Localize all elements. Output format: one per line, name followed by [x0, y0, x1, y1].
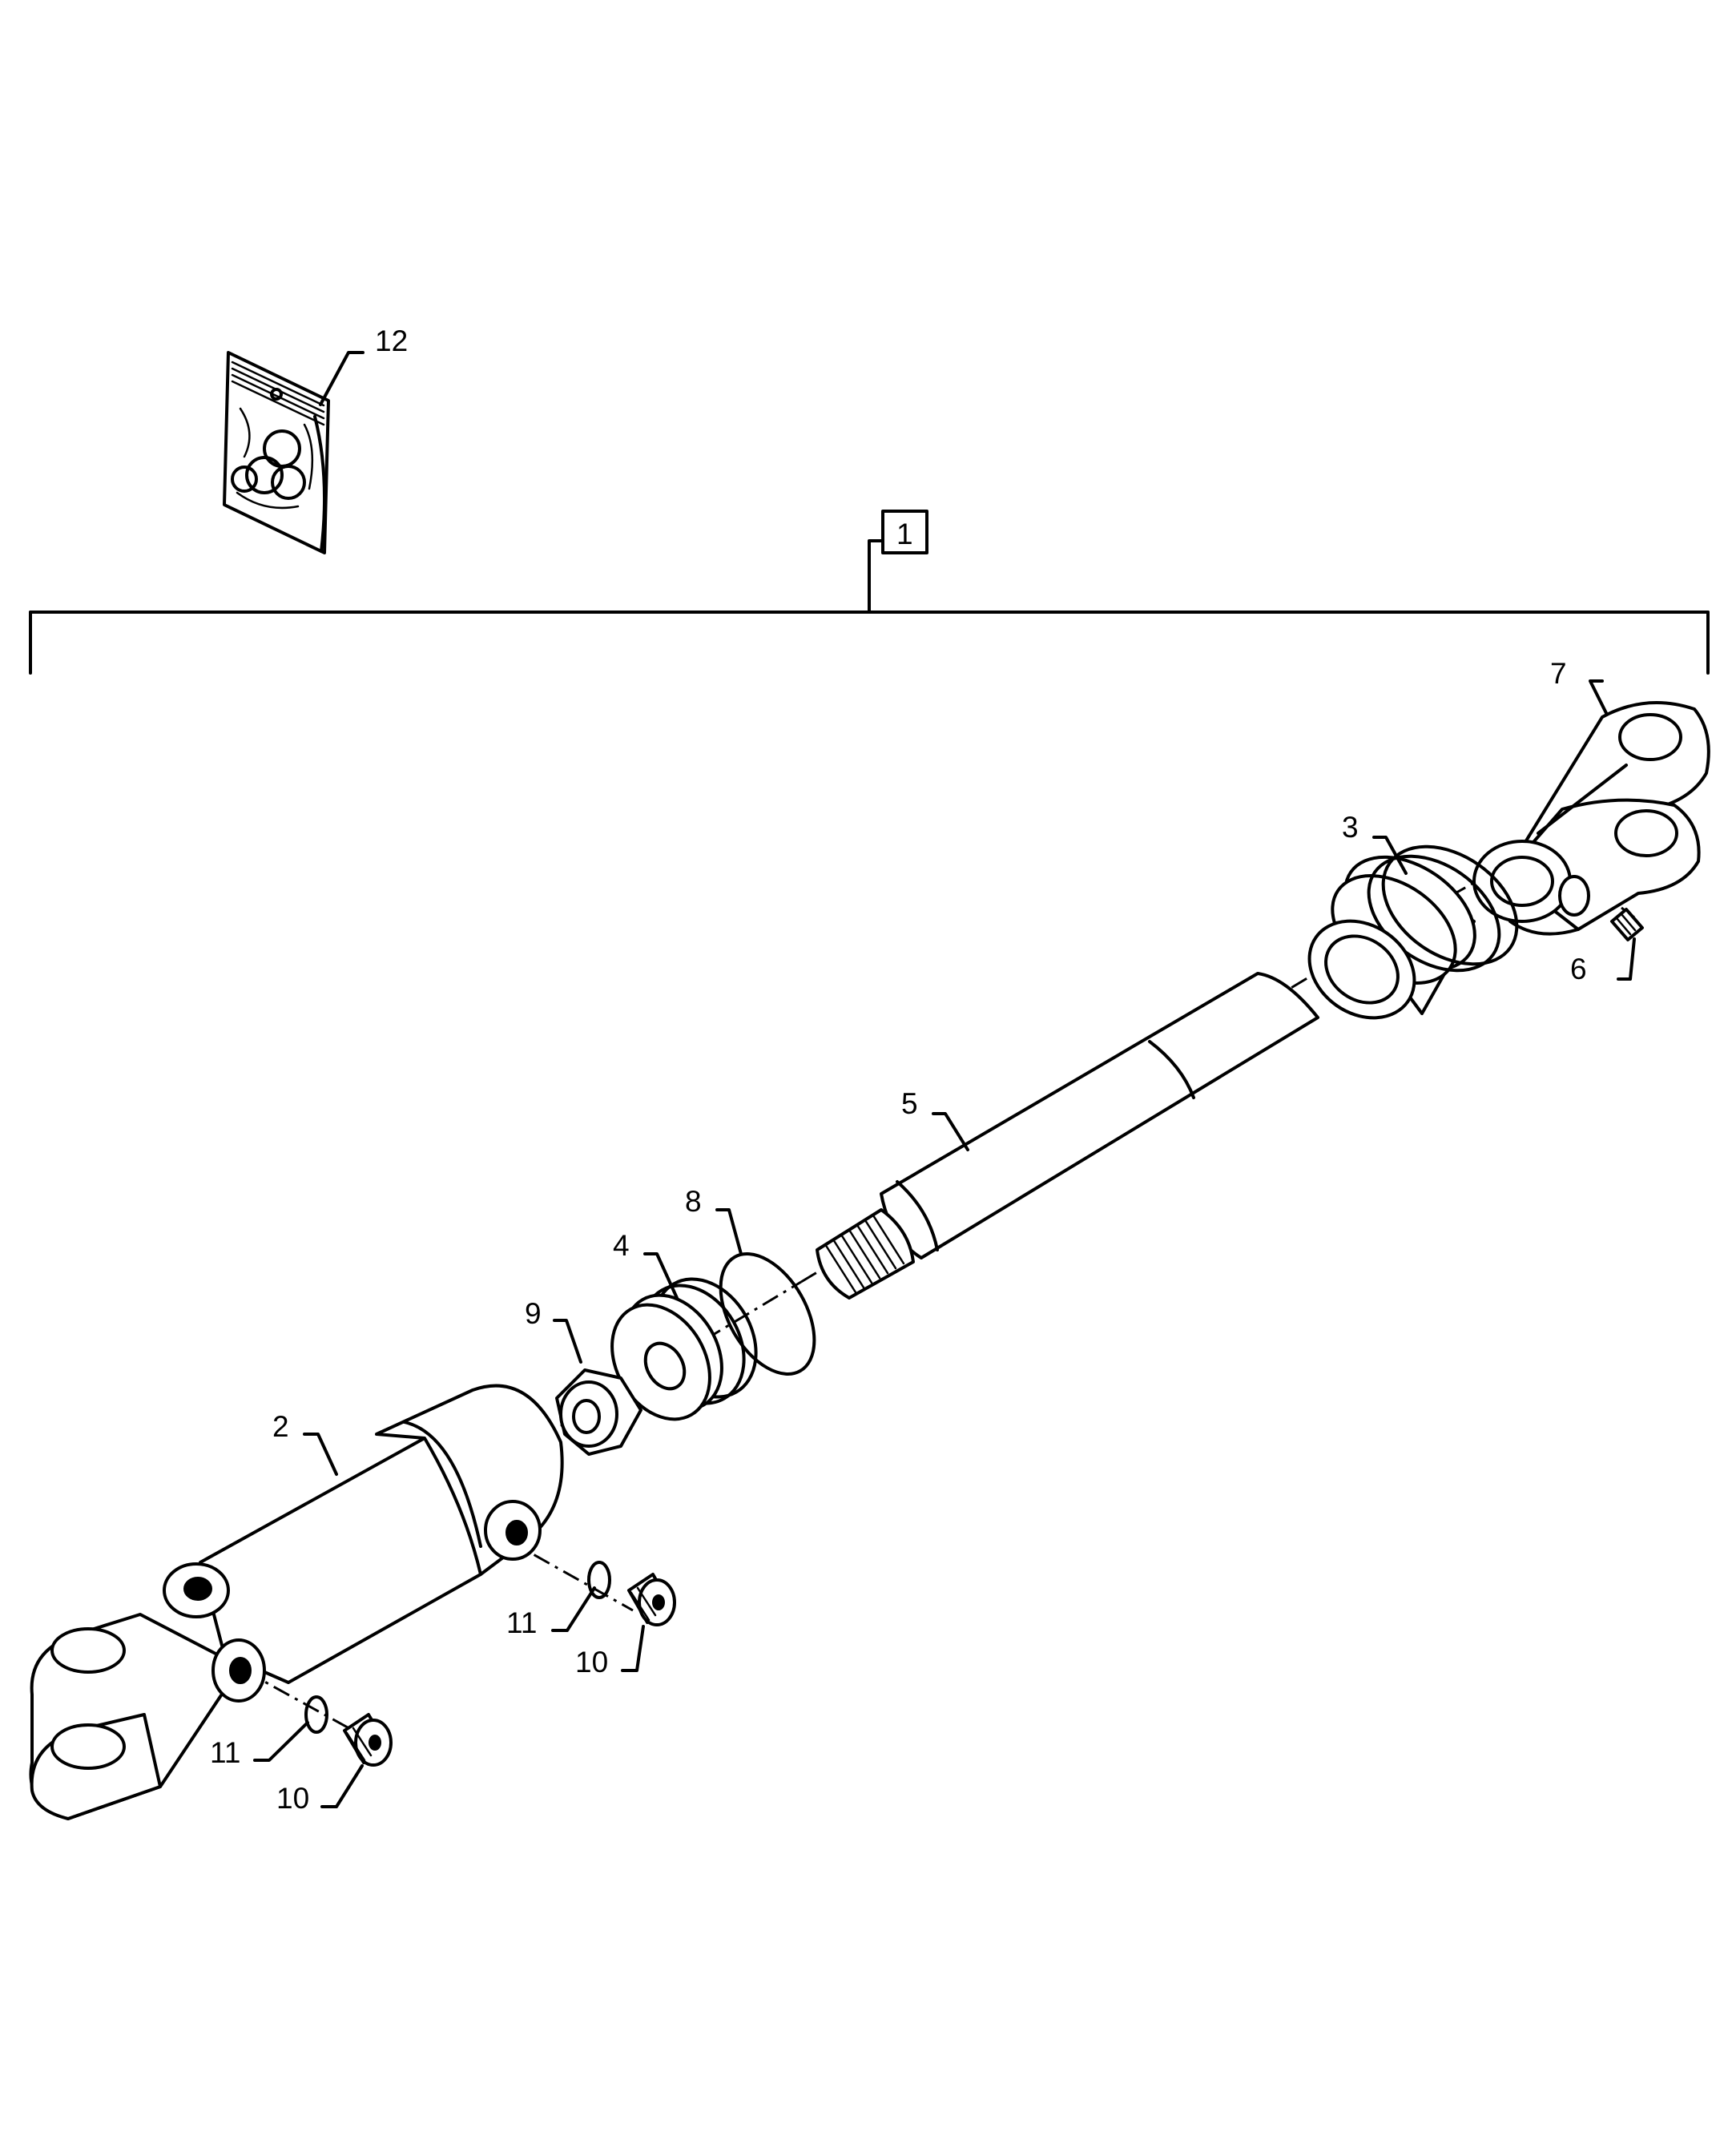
callout-9: 9 — [525, 1297, 542, 1330]
washer-lower — [304, 1695, 328, 1734]
callout-10-lower: 10 — [276, 1782, 309, 1815]
washer-upper — [587, 1561, 611, 1599]
rod-eye — [1472, 701, 1710, 936]
piston-rod — [816, 972, 1319, 1300]
callout-11-upper: 11 — [506, 1606, 537, 1639]
clevis-lower-hole — [50, 1723, 126, 1770]
seal-kit-bag — [223, 351, 330, 554]
leader-lines — [253, 351, 1636, 1808]
rod-eye-lower-hole — [1614, 809, 1678, 857]
callout-7: 7 — [1550, 657, 1567, 690]
callout-1: 1 — [896, 518, 913, 550]
clevis-upper-hole — [50, 1627, 126, 1674]
callout-3: 3 — [1342, 811, 1359, 844]
gland — [1307, 844, 1519, 1020]
callout-4: 4 — [613, 1229, 630, 1262]
assembly-callout-box — [881, 510, 928, 554]
cylinder-barrel — [29, 1384, 564, 1820]
callout-12: 12 — [375, 324, 408, 357]
assembly-bracket — [29, 510, 1710, 675]
plug-upper — [627, 1573, 676, 1626]
piston — [610, 1277, 758, 1421]
o-ring — [719, 1252, 816, 1376]
rod-eye-upper-hole — [1618, 713, 1682, 761]
callout-6: 6 — [1570, 953, 1587, 985]
callout-11-lower: 11 — [210, 1736, 240, 1769]
callout-labels: 12 1 7 3 6 5 8 4 9 2 11 10 11 10 — [210, 324, 1587, 1815]
plug-lower — [343, 1713, 393, 1767]
callout-8: 8 — [685, 1185, 702, 1218]
nut — [555, 1368, 642, 1456]
callout-5: 5 — [901, 1087, 918, 1120]
callout-2: 2 — [272, 1410, 289, 1443]
grease-fitting — [1610, 908, 1644, 941]
callout-10-upper: 10 — [575, 1646, 608, 1679]
